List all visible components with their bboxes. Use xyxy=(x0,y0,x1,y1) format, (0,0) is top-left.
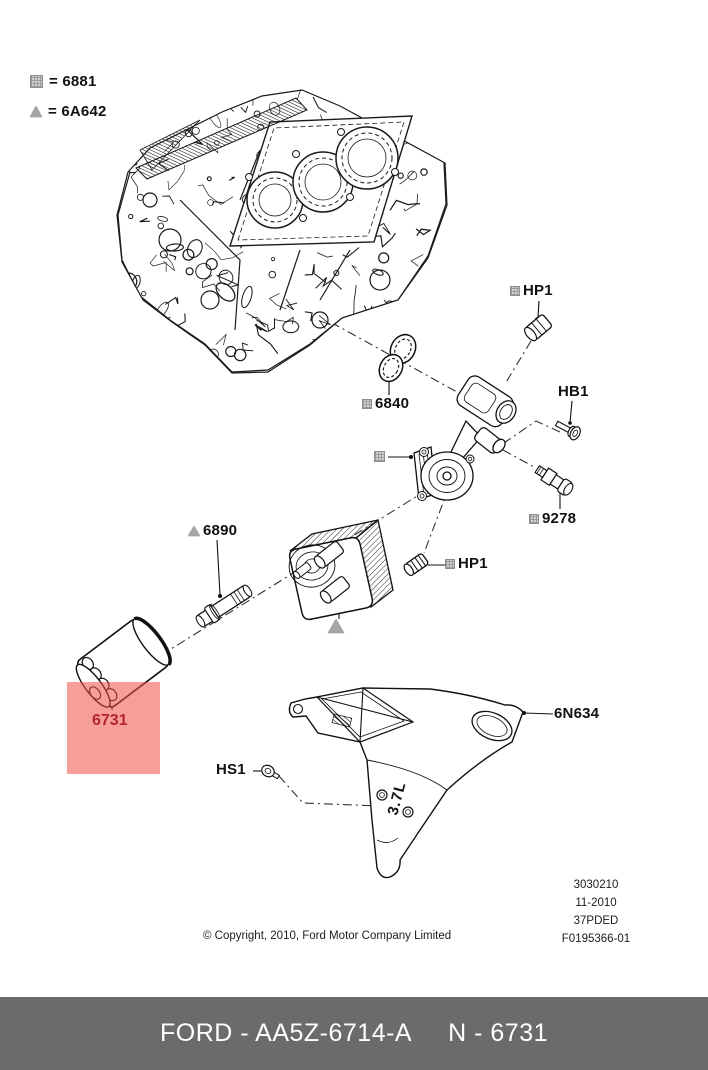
legend-label: = 6881 xyxy=(49,73,97,90)
grid-square-icon xyxy=(362,398,372,409)
leader-dots xyxy=(110,317,572,715)
doc-number: F0195366-01 xyxy=(561,933,631,945)
callout-6890[interactable]: 6890 xyxy=(188,522,237,539)
callout-label: HP1 xyxy=(458,555,488,572)
document-numbers: 3030210 11-2010 37PDED F0195366-01 xyxy=(536,876,656,948)
legend-item-6a642[interactable]: = 6A642 xyxy=(30,103,107,120)
callout-hp1-top[interactable]: HP1 xyxy=(510,282,553,299)
oil-pressure-sensor-art xyxy=(534,464,574,496)
bracket-art: 3.7L xyxy=(288,687,524,879)
triangle-icon xyxy=(30,106,42,117)
legend-label: = 6A642 xyxy=(48,103,107,120)
hp1-plug-bottom-art xyxy=(403,553,429,577)
oil-filter-adapter-art xyxy=(413,375,517,501)
footer-part-number: FORD - AA5Z-6714-A xyxy=(159,1019,413,1047)
callout-6731[interactable]: 6731 xyxy=(92,712,128,729)
highlight-box-6731[interactable] xyxy=(67,682,160,774)
footer-note: N - 6731 xyxy=(448,1019,549,1047)
callout-label: 6N634 xyxy=(554,705,600,722)
callout-label: 6890 xyxy=(203,522,238,539)
grid-square-icon xyxy=(445,558,455,569)
callout-hs1[interactable]: HS1 xyxy=(216,761,246,778)
footer-bar: FORD - AA5Z-6714-A N - 6731 xyxy=(0,997,708,1070)
triangle-icon xyxy=(188,525,200,536)
callout-label: HS1 xyxy=(216,761,246,778)
grid-square-icon xyxy=(30,75,43,88)
callout-label: 6840 xyxy=(375,395,410,412)
grid-square-icon xyxy=(374,451,385,462)
copyright-text: © Copyright, 2010, Ford Motor Company Li… xyxy=(203,930,452,942)
callout-hp1-bottom[interactable]: HP1 xyxy=(445,555,488,572)
callout-6n634[interactable]: 6N634 xyxy=(554,705,599,722)
oil-cooler-art xyxy=(288,518,394,621)
legend-item-6881[interactable]: = 6881 xyxy=(30,73,97,90)
hb1-bolt-art xyxy=(554,420,581,441)
triangle-icon xyxy=(328,619,344,633)
callout-label: HP1 xyxy=(523,282,553,299)
exploded-parts-illustration: 3.7L xyxy=(75,89,581,879)
callout-9278[interactable]: 9278 xyxy=(529,510,576,527)
doc-number: 3030210 xyxy=(573,879,619,891)
callout-hb1[interactable]: HB1 xyxy=(558,383,589,400)
adapter-stud-art xyxy=(195,584,253,628)
doc-number: 37PDED xyxy=(573,915,619,927)
hp1-plug-top-art xyxy=(523,314,552,342)
callout-label: 9278 xyxy=(542,510,577,527)
hs1-bolt-art xyxy=(261,764,281,780)
callout-6840[interactable]: 6840 xyxy=(362,395,409,412)
grid-square-icon xyxy=(510,285,520,296)
grid-square-icon xyxy=(529,513,539,524)
callout-label: HB1 xyxy=(558,383,589,400)
gasket-pair-art xyxy=(378,333,417,383)
engine-block-art xyxy=(116,89,448,374)
doc-number: 11-2010 xyxy=(575,897,617,909)
